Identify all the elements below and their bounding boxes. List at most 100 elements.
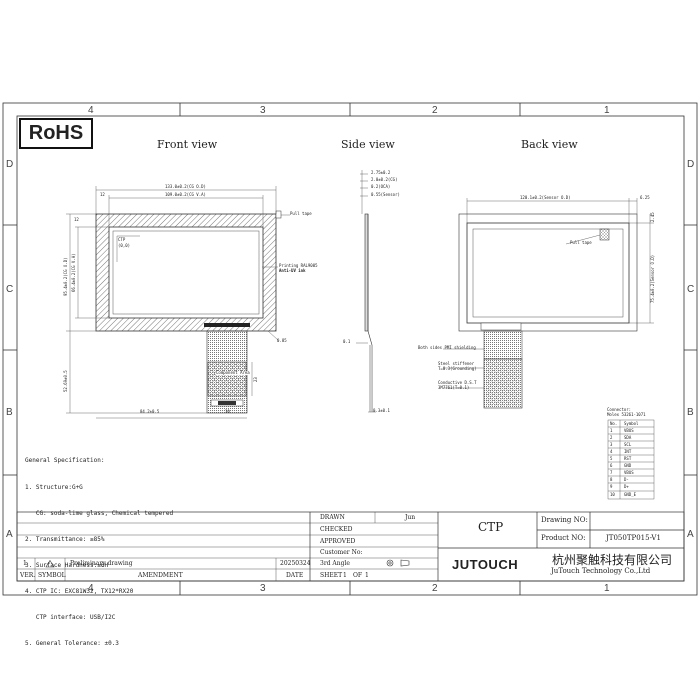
side-dim-3: 0.2(OCA) <box>371 184 391 189</box>
zone-right-b: B <box>687 407 694 418</box>
connector-pin-symbol: GND_E <box>624 491 637 497</box>
anti-uv-note: Anti-UV ink <box>279 268 306 273</box>
zone-top-4: 4 <box>88 105 94 116</box>
dim-fpc-width: 30 <box>225 409 230 414</box>
side-view-title: Side view <box>341 138 395 151</box>
connector-pin-number: 8 <box>610 477 613 483</box>
zone-bottom-2: 2 <box>432 583 438 594</box>
tb-approved: APPROVED <box>320 538 356 545</box>
tb-product-type: CTP <box>478 520 504 534</box>
zone-top-1: 1 <box>604 105 610 116</box>
tb-of: OF <box>353 572 363 579</box>
conductive-note: Conductive D.S.T <box>438 380 477 385</box>
back-dim-right-gap: 6.25 <box>640 195 650 200</box>
back-dim-sensor-height: 75.4±0.2(Sensor O.D) <box>650 254 655 303</box>
connector-pin-number: 3 <box>610 442 613 448</box>
title-block-grid <box>16 511 685 582</box>
side-dim-5: 0.1 <box>343 339 351 344</box>
dim-fpc-length: 52.69±0.5 <box>63 370 68 392</box>
zone-left-b: B <box>6 407 13 418</box>
spec-line: General Specification: <box>25 457 105 465</box>
dim-left-margin: 12 <box>100 192 105 197</box>
connector-pin-number: 9 <box>610 484 613 490</box>
side-dim-1: 2.75±0.2 <box>371 170 391 175</box>
connector-model: Molex 53261-1071 <box>607 412 646 417</box>
connector-pin-symbol: D+ <box>624 484 629 490</box>
connector-pin-symbol: SDA <box>624 435 632 441</box>
connector-title: Connector: <box>607 407 632 412</box>
dim-fpc-height: 23 <box>253 377 258 382</box>
shield-note: Both sides PMI shielding <box>418 345 476 350</box>
tb-angle: 3rd Angle <box>320 560 350 567</box>
spec-line: 5. General Tolerance: ±0.3 <box>25 640 119 648</box>
front-pull-tape: Pull tape <box>290 211 312 216</box>
front-viewing-area <box>108 226 264 319</box>
back-fpc <box>483 330 523 360</box>
zone-left-d: D <box>6 159 14 170</box>
connector-pin-symbol: GND <box>624 463 632 469</box>
rohs-badge: RoHS <box>19 118 93 149</box>
stiffener-note: Steel stiffener <box>438 361 475 366</box>
tb-drawn-by: Jun <box>405 514 416 521</box>
dim-inner-width: 109.0±0.2(CG V.A) <box>165 192 206 197</box>
connector-pin-number: 1 <box>610 428 613 434</box>
back-view-drawing <box>443 198 654 409</box>
tb-sheet-no: 1 <box>343 572 347 579</box>
revision-date: 20250324 <box>280 560 311 567</box>
component-area-note: Component Area <box>216 370 250 375</box>
zone-left-c: C <box>6 284 14 295</box>
tb-sheet-total: 1 <box>365 572 369 579</box>
connector-pin-symbol: Symbol <box>624 421 639 426</box>
tb-sheet: SHEET <box>320 572 343 579</box>
side-dim-2: 2.0±0.2(CG) <box>371 177 398 182</box>
stiffener-note-2: T=0.3(Grounding) <box>438 366 477 371</box>
connector-pin-number: 5 <box>610 456 613 462</box>
spec-line: 4. CTP IC: EXC81W32, TX12*RX20 <box>25 587 134 595</box>
front-view-drawing <box>66 186 290 419</box>
connector-pin-symbol: RST <box>624 456 632 462</box>
tb-drawn: DRAWN <box>320 514 345 521</box>
side-dim-4: 0.55(Sensor) <box>371 192 400 197</box>
zone-right-c: C <box>687 284 695 295</box>
back-dim-sensor-width: 120.1±0.2(Sensor O.D) <box>520 195 571 200</box>
warning-triangle-icon <box>45 559 55 568</box>
tb-product-no-label: Product NO: <box>541 534 586 542</box>
company-name-cn: 杭州聚触科技有限公司 <box>552 553 673 567</box>
connector-pin-symbol: SCL <box>624 442 632 448</box>
connector-pin-number: 6 <box>610 463 613 469</box>
zone-right-d: D <box>687 159 695 170</box>
zone-bottom-4: 4 <box>88 583 94 594</box>
front-view-title: Front view <box>157 138 218 151</box>
tb-customer-no: Customer No: <box>320 549 363 556</box>
side-view-drawing <box>356 170 376 413</box>
dim-fpc-offset: 84.2±0.5 <box>140 409 160 414</box>
connector-pin-symbol: VBUS <box>624 470 634 476</box>
jutouch-logo: JUTOUCH <box>452 557 519 572</box>
side-dim-6: 0.3±0.1 <box>373 408 390 413</box>
zone-top-3: 3 <box>260 105 266 116</box>
back-pull-tape: Pull tape <box>570 240 592 245</box>
zone-top-2: 2 <box>432 105 438 116</box>
zone-right-a: A <box>687 529 694 540</box>
zone-bottom-1: 1 <box>604 583 610 594</box>
spec-line: 2. Transmittance: ≥85% <box>25 535 105 543</box>
connector-pin-symbol: D- <box>624 477 629 483</box>
connector-pin-number: 7 <box>610 470 613 476</box>
revision-desc: Preliminary drawing <box>70 560 133 567</box>
connector-pin-symbol: INT <box>624 449 632 455</box>
zone-bottom-3: 3 <box>260 583 266 594</box>
spec-line: 3. Surface Hardness:≥6H <box>25 561 109 569</box>
rev-header-date: DATE <box>286 572 304 579</box>
dim-overall-width: 133.0±0.2(CG O.D) <box>165 184 206 189</box>
company-name-en: JuTouch Technology Co.,Ltd <box>551 567 651 575</box>
spec-line: CTP interface: USB/I2C <box>25 614 116 622</box>
tb-product-no: JT050TP015-V1 <box>606 534 661 542</box>
third-angle-symbol <box>386 559 410 567</box>
dim-overall-height: 95.4±0.2(CG O.D) <box>63 257 68 296</box>
dim-inner-height: 66.4±0.2(CG V.A) <box>71 253 76 292</box>
dim-top-margin: 12 <box>74 217 79 222</box>
back-dim-right-top: 2.45 <box>650 212 655 222</box>
corner-note: 0.85 <box>277 338 287 343</box>
tb-checked: CHECKED <box>320 526 353 533</box>
